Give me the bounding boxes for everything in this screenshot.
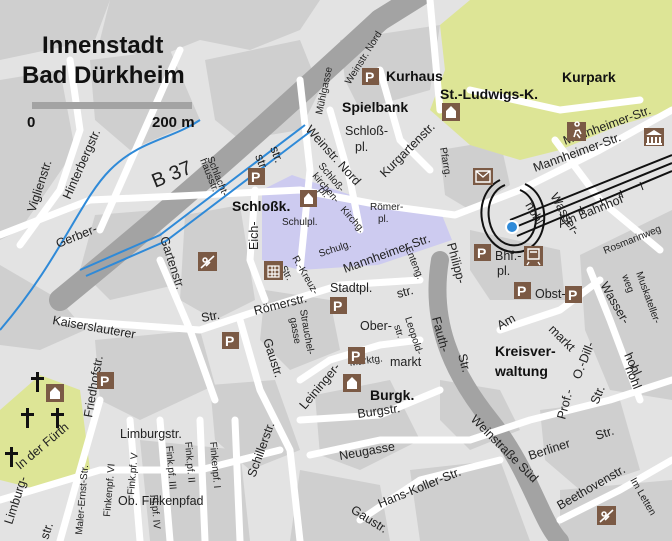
train-station-icon[interactable] [524, 246, 543, 266]
scale-start-label: 0 [27, 114, 35, 131]
church-icon[interactable] [300, 190, 317, 207]
label-roemerpl-1: Römer- [370, 202, 403, 213]
label-schulpl: Schulpl. [282, 217, 318, 228]
scale-end-label: 200 m [152, 114, 195, 131]
poi-schlossk: Schloßk. [232, 198, 290, 214]
svg-text:P: P [100, 373, 109, 389]
svg-text:P: P [568, 287, 577, 303]
railway [480, 154, 672, 254]
cemetery-crosses [5, 372, 64, 467]
label-fipf-iv: Fi.pf. IV [148, 494, 162, 530]
label-str-b: str. [252, 152, 271, 172]
main-roads [49, 0, 569, 541]
parking-icons: P P P P P P P P P [97, 68, 582, 389]
parking-icon[interactable]: P [565, 286, 582, 303]
label-bhf-pl-2: pl. [497, 264, 510, 278]
label-ob-finkenpfad: Ob. Finkenpfad [118, 494, 204, 508]
label-finkenpf-i: Finkenpf. I [207, 441, 222, 488]
playground-icon[interactable] [198, 252, 217, 271]
svg-text:P: P [351, 348, 360, 364]
poi-st-ludwig: St.-Ludwigs-K. [440, 86, 538, 102]
label-o-dill-2: Str. [588, 383, 608, 406]
parking-icon[interactable]: P [222, 332, 239, 349]
parking-icon[interactable]: P [514, 282, 531, 299]
label-leopold-2: str. [391, 324, 406, 340]
label-bhf-pl-1: Bhf.- [495, 249, 521, 263]
label-eich: Eich- [247, 222, 261, 250]
label-str-philipp: Str. [455, 352, 473, 374]
kurpark-area [430, 0, 672, 160]
label-strauchelgasse-2: gasse [287, 317, 303, 346]
label-pfarrg: Pfarrg. [437, 147, 453, 178]
poi-kreisverwaltung-1: Kreisver- [495, 343, 556, 359]
map-title-line1: Innenstadt [42, 32, 163, 59]
museum-icon[interactable] [644, 128, 664, 146]
scale-bar [32, 102, 192, 109]
church-icon[interactable] [343, 374, 361, 392]
fountain-icon [505, 220, 519, 234]
parking-icon[interactable]: P [248, 168, 265, 185]
svg-text:P: P [251, 169, 260, 185]
church-icons [46, 103, 460, 402]
label-schlosspl-2: pl. [355, 140, 368, 154]
label-obstmarkt-1: Obst- [535, 287, 566, 301]
chapel-icon[interactable] [46, 384, 64, 402]
svg-text:P: P [365, 69, 374, 85]
label-finkpf-ii: Fink.pf. II [182, 441, 197, 483]
label-limburg-2: str. [38, 521, 56, 541]
label-str-berliner: Str. [594, 424, 616, 443]
parking-icon[interactable]: P [362, 68, 379, 85]
rail-ties [559, 181, 644, 223]
post-office-icon[interactable] [473, 168, 493, 185]
town-hall-icon[interactable] [264, 261, 283, 280]
label-oberstr: Ober- [360, 319, 392, 333]
map-title-line2: Bad Dürkheim [22, 62, 185, 89]
parking-icon[interactable]: P [97, 372, 114, 389]
label-finkenpf-vi: Finkenpf. VI [102, 463, 118, 517]
label-roemerpl-2: pl. [378, 214, 389, 225]
label-enteng: Enteng. [402, 245, 425, 281]
label-finkpf-iii: Fink.pf. III [163, 445, 178, 490]
svg-text:P: P [517, 283, 526, 299]
poi-kurhaus: Kurhaus [386, 68, 443, 84]
svg-text:P: P [225, 333, 234, 349]
parking-icon[interactable]: P [330, 297, 347, 314]
label-str-c: str. [395, 283, 415, 301]
svg-text:P: P [333, 298, 342, 314]
poi-spielbank: Spielbank [342, 99, 408, 115]
parking-icon[interactable]: P [348, 347, 365, 364]
label-stadtpl: Stadtpl. [330, 281, 372, 295]
svg-text:P: P [477, 245, 486, 261]
hiking-icon[interactable] [567, 121, 586, 141]
poi-burgk: Burgk. [370, 387, 414, 403]
label-burgstr: Burgstr. [356, 401, 401, 421]
label-schlosspl-1: Schloß- [345, 124, 388, 138]
water [0, 119, 312, 331]
label-str-k: Str. [200, 308, 221, 325]
label-limburgstr: Limburgstr. [120, 427, 182, 441]
cemetery-area [0, 375, 90, 490]
label-finkpf-v: Fink.pf. V [126, 452, 141, 495]
label-markt: markt [390, 355, 422, 369]
parking-icon[interactable]: P [474, 244, 491, 261]
label-str-a: str. [267, 144, 286, 164]
poi-kurpark: Kurpark [562, 69, 616, 85]
church-icon[interactable] [442, 103, 460, 121]
poi-kreisverwaltung-2: waltung [494, 363, 548, 379]
playground-icon[interactable] [597, 506, 616, 525]
